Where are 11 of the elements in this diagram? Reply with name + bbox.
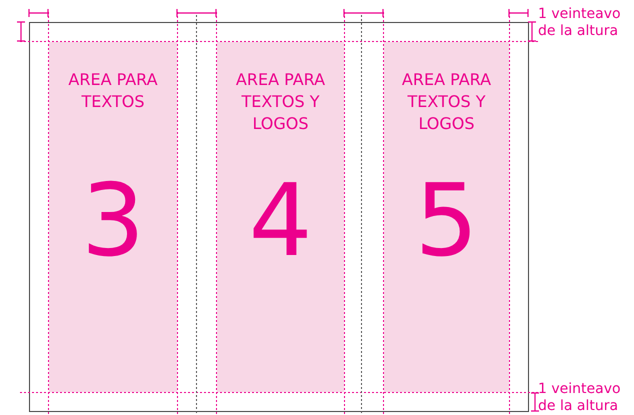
panel-number: 5 xyxy=(414,166,480,276)
dimension-note: 1 veinteavo de la altura xyxy=(538,6,622,40)
text-area-panel xyxy=(384,42,509,392)
area-label: AREA PARA TEXTOS Y LOGOS xyxy=(400,69,492,135)
panel-number: 4 xyxy=(248,166,314,276)
text-area-panel xyxy=(217,42,344,392)
text-area-panel xyxy=(49,42,177,392)
dimension-note: 1 veinteavo de la altura xyxy=(538,381,622,415)
area-label: AREA PARA TEXTOS Y LOGOS xyxy=(234,69,326,135)
area-label: AREA PARA TEXTOS xyxy=(67,69,159,113)
panel-number: 3 xyxy=(80,166,146,276)
